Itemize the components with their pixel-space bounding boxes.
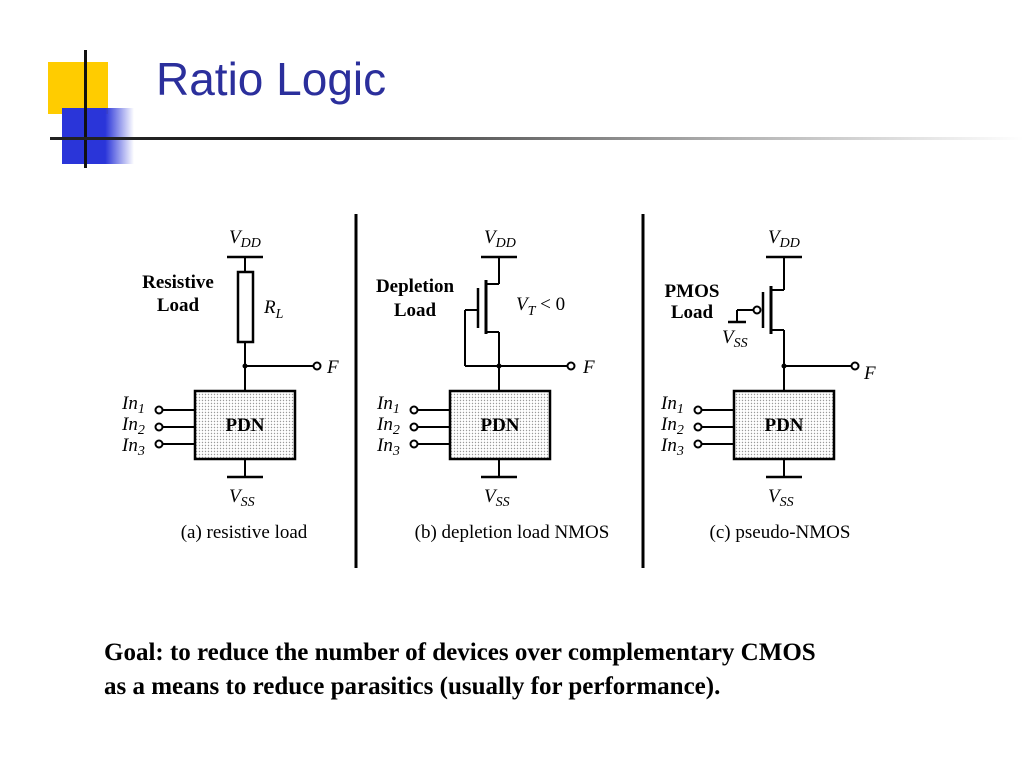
caption: (c) pseudo-NMOS: [710, 522, 851, 543]
load-label: PMOS: [665, 281, 720, 302]
decor-yellow-square: [48, 62, 108, 114]
goal-statement: Goal: to reduce the number of devices ov…: [104, 636, 984, 704]
input-terminal: [693, 405, 703, 415]
depletion-nmos-transistor: [464, 257, 500, 391]
input-label: In2: [660, 414, 684, 438]
input-terminal: [154, 422, 164, 432]
vdd-label: VDD: [768, 227, 800, 251]
input-label: In1: [376, 393, 400, 417]
caption: (b) depletion load NMOS: [415, 522, 610, 543]
panel-depletion-load: VDD Depletion Load VT < 0 F PDN VSS In1: [376, 227, 609, 543]
panel-pseudo-nmos: VDD PMOS Load VSS F PDN VSS In1: [660, 227, 876, 543]
output-terminal: [850, 361, 860, 371]
resistor-rl: [236, 270, 255, 344]
pdn-block: [448, 389, 552, 461]
goal-line: as a means to reduce parasitics (usually…: [104, 673, 721, 700]
input-terminal: [409, 422, 419, 432]
output-label: F: [582, 357, 595, 378]
load-label: Resistive: [142, 272, 214, 293]
vss-label: VSS: [229, 486, 255, 510]
vdd-label: VDD: [484, 227, 516, 251]
vss-label: VSS: [768, 486, 794, 510]
goal-line: Goal: to reduce the number of devices ov…: [104, 639, 816, 666]
load-label: Load: [394, 300, 437, 321]
pdn-label: PDN: [764, 415, 803, 436]
input-label: In1: [121, 393, 145, 417]
input-terminal: [154, 405, 164, 415]
output-label: F: [326, 357, 339, 378]
panel-resistive-load: VDD Resistive Load RL F PDN VSS In1 In2 …: [121, 227, 339, 543]
decor-vertical-line: [84, 50, 87, 168]
input-terminal: [693, 422, 703, 432]
input-terminal: [409, 439, 419, 449]
input-label: In3: [660, 435, 684, 459]
threshold-label: VT < 0: [516, 294, 565, 319]
resistor-label: RL: [263, 297, 284, 322]
input-label: In3: [121, 435, 145, 459]
pdn-block: [732, 389, 836, 461]
input-label: In3: [376, 435, 400, 459]
input-terminal: [154, 439, 164, 449]
decor-blue-square: [62, 108, 134, 164]
load-label: Load: [157, 295, 200, 316]
pmos-load-transistor: [728, 257, 785, 391]
pdn-label: PDN: [480, 415, 519, 436]
input-label: In2: [376, 414, 400, 438]
output-terminal: [312, 361, 322, 371]
pdn-label: PDN: [225, 415, 264, 436]
output-label: F: [863, 363, 876, 384]
slide-title: Ratio Logic: [156, 53, 387, 105]
input-label: In2: [121, 414, 145, 438]
input-label: In1: [660, 393, 684, 417]
vdd-label: VDD: [229, 227, 261, 251]
input-terminal: [693, 439, 703, 449]
output-terminal: [566, 361, 576, 371]
vss-label: VSS: [484, 486, 510, 510]
load-label: Depletion: [376, 276, 455, 297]
decor-horizontal-line: [50, 137, 1024, 140]
input-terminal: [409, 405, 419, 415]
gate-vss-label: VSS: [722, 327, 748, 351]
caption: (a) resistive load: [181, 522, 308, 543]
load-label: Load: [671, 302, 714, 323]
